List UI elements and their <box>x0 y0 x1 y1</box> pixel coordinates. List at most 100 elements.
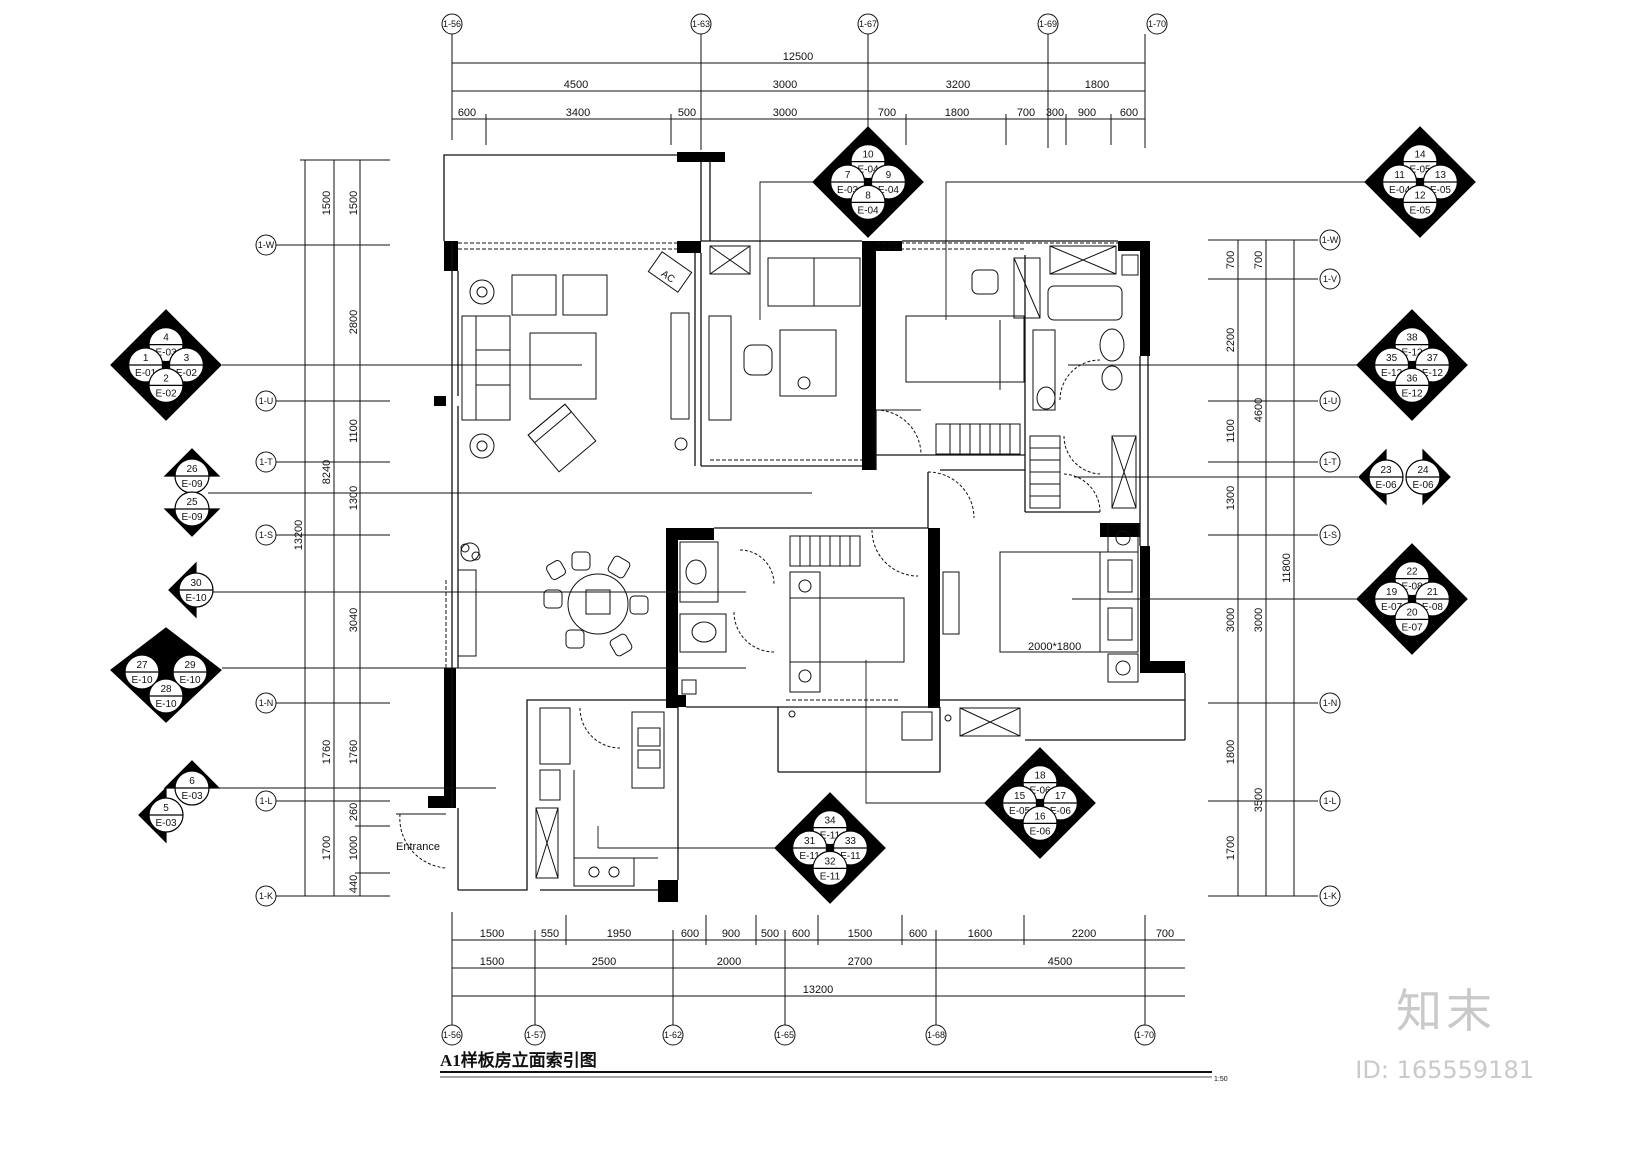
dim-text: 1950 <box>607 928 631 940</box>
marker-number: 6 <box>189 776 195 787</box>
marker-sheet-ref: E-04 <box>1389 185 1411 196</box>
top-grid-axes: 1-56 1-63 1-67 1-69 1-70 <box>441 13 1168 150</box>
dim-text: 600 <box>792 928 810 940</box>
single-marker-s26: 26E-09 <box>163 448 221 494</box>
dim-text: 1500 <box>480 956 504 968</box>
plant-icon <box>460 542 481 562</box>
dim-text: 600 <box>681 928 699 940</box>
axis-label: 1-67 <box>859 19 877 29</box>
axis-label: 1-56 <box>443 19 461 29</box>
axis-label: 1-T <box>259 457 273 467</box>
master-bed <box>999 551 1139 653</box>
index-leader-lines <box>208 181 1366 849</box>
dim-text: 2500 <box>592 956 616 968</box>
marker-number: 35 <box>1386 353 1398 364</box>
marker-sheet-ref: E-03 <box>181 791 203 802</box>
dim-text: 900 <box>722 928 740 940</box>
bottom-dimensions: 1500 550 1950 600 900 500 600 1500 600 1… <box>451 912 1185 1025</box>
dim-text: 1600 <box>968 928 992 940</box>
marker-number: 25 <box>186 497 198 508</box>
marker-number: 2 <box>163 373 169 384</box>
single-marker-s24: 24E-06 <box>1405 448 1451 506</box>
marker-number: 13 <box>1435 170 1447 181</box>
wardrobe <box>789 571 821 693</box>
axis-bubble-top-1: 1-56 <box>441 13 463 140</box>
wall-outlines <box>443 154 1186 891</box>
axis-label: 1-W <box>1322 235 1339 245</box>
dim-text: 600 <box>909 928 927 940</box>
marker-sheet-ref: E-04 <box>857 205 879 216</box>
dim-text: 11800 <box>1281 553 1293 583</box>
single-marker-s25: 25E-09 <box>163 491 221 537</box>
marker-number: 18 <box>1034 771 1046 782</box>
axis-label: 1-T <box>1323 457 1337 467</box>
dim-text: 500 <box>761 928 779 940</box>
marker-sheet-ref: E-06 <box>1412 480 1434 491</box>
marker-number: 31 <box>804 836 816 847</box>
left-grid-axes: 1-W 1-U 1-T 1-S 1-N 1-L 1-K <box>255 159 390 907</box>
marker-number: 23 <box>1380 465 1392 476</box>
right-dimensions: 700 2200 1100 1300 3000 1800 1700 700 46… <box>1225 251 1293 860</box>
marker-number: 21 <box>1427 587 1439 598</box>
lounge-chair <box>527 403 597 473</box>
marker-number: 29 <box>184 660 196 671</box>
dim-text: 700 <box>1253 251 1265 269</box>
marker-sheet-ref: E-06 <box>1029 826 1051 837</box>
dim-text: 3000 <box>773 107 797 119</box>
dim-text: 1100 <box>1225 419 1237 443</box>
watermark-id: ID: 165559181 <box>1355 1056 1534 1084</box>
axis-bubble-top-2: 1-63 <box>690 13 712 150</box>
bottom-grid-axes: 1-56 1-57 1-62 1-65 1-68 1-70 <box>441 1024 1156 1046</box>
marker-number: 26 <box>186 464 198 475</box>
dim-text: 700 <box>1017 107 1035 119</box>
marker-number: 38 <box>1406 333 1418 344</box>
marker-sheet-ref: E-09 <box>181 479 203 490</box>
dim-text: 2700 <box>848 956 872 968</box>
toilet <box>691 621 717 643</box>
dim-text: 1700 <box>321 836 333 860</box>
axis-label: 1-U <box>259 396 274 406</box>
marker-number: 9 <box>886 170 892 181</box>
axis-label: 1-N <box>1323 698 1338 708</box>
dim-text: 2200 <box>1072 928 1096 940</box>
dim-text: 3200 <box>946 79 970 91</box>
marker-number: 16 <box>1034 811 1046 822</box>
dim-text: 1800 <box>1225 740 1237 764</box>
marker-number: 17 <box>1055 791 1067 802</box>
dim-text: 3000 <box>773 79 797 91</box>
dim-text: 1800 <box>1085 79 1109 91</box>
sideboard <box>457 569 477 657</box>
elevation-markers: 10E-047E-039E-048E-0414E-0511E-0413E-051… <box>110 126 1476 904</box>
marker-sheet-ref: E-03 <box>837 185 859 196</box>
bookshelf <box>708 315 732 421</box>
watermark-brand: 知末 <box>1396 984 1496 1038</box>
scale-note: 1:50 <box>1214 1076 1228 1083</box>
marker-sheet-ref: E-03 <box>155 818 177 829</box>
marker-sheet-ref: E-12 <box>1401 348 1423 359</box>
dim-text: 440 <box>348 875 360 893</box>
bedroom-middle-furniture <box>789 571 905 693</box>
marker-sheet-ref: E-10 <box>131 675 153 686</box>
dim-text: 1300 <box>1225 486 1237 510</box>
axis-label: 1-V <box>1323 274 1337 284</box>
marker-sheet-ref: E-10 <box>179 675 201 686</box>
marker-sheet-ref: E-05 <box>1409 165 1431 176</box>
marker-sheet-ref: E-12 <box>1401 388 1423 399</box>
dim-text: 2200 <box>1225 328 1237 352</box>
dim-text: 600 <box>458 107 476 119</box>
marker-sheet-ref: E-05 <box>1430 185 1452 196</box>
marker-number: 19 <box>1386 587 1398 598</box>
marker-number: 15 <box>1014 791 1026 802</box>
dim-text: 1500 <box>480 928 504 940</box>
top-dimensions: 12500 4500 3000 3200 1800 600 3400 500 3… <box>452 51 1145 145</box>
marker-sheet-ref: E-06 <box>1050 806 1072 817</box>
axis-label: 1-56 <box>443 1030 461 1040</box>
dim-text: 1000 <box>348 836 360 860</box>
vanity <box>1032 329 1056 411</box>
axis-label: 1-K <box>1323 891 1337 901</box>
axis-label: 1-65 <box>776 1030 794 1040</box>
dim-text: 4600 <box>1253 398 1265 422</box>
